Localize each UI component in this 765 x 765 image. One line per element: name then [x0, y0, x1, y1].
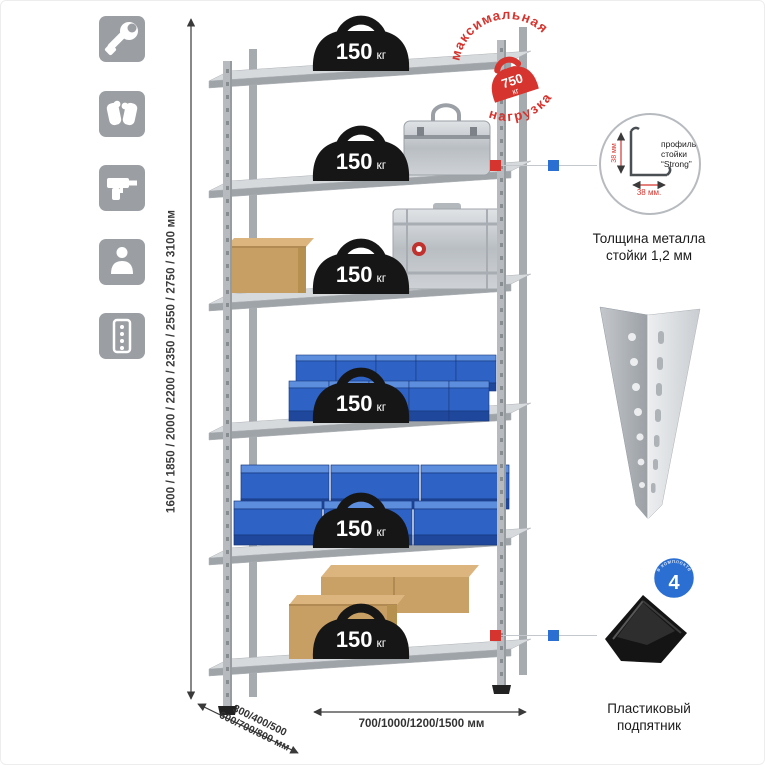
wrench-icon-svg: [104, 22, 138, 56]
load-unit: кг: [377, 525, 387, 539]
person-icon-svg: [111, 247, 133, 274]
load-value: 150: [336, 39, 373, 64]
rack-profile-icon-svg: [112, 318, 132, 354]
marker-blue-bottom: [548, 630, 559, 641]
badge-value: 4: [668, 572, 680, 594]
max-load-stamp: максимальная нагрузка 750 кг: [437, 1, 559, 133]
wrench-icon: [99, 16, 145, 62]
load-value: 150: [336, 149, 373, 174]
perforated-angle-post: [599, 306, 701, 520]
profile-dim-horizontal: 38 мм.: [637, 188, 661, 197]
marker-red-top: [490, 160, 501, 171]
foot-right: [492, 685, 511, 694]
load-unit: кг: [377, 271, 387, 285]
drill-icon-svg: [107, 178, 137, 200]
height-dimension-line: [186, 18, 196, 700]
shelf-weights: 150 кг 150 кг 150 кг 150 кг 150 кг: [312, 15, 410, 659]
weight-shelf-5: 150 кг: [312, 492, 410, 548]
weight-shelf-2: 150 кг: [312, 125, 410, 181]
load-value: 150: [336, 627, 373, 652]
svg-text:максимальная: максимальная: [437, 0, 554, 66]
bottom-dimension-lines: [197, 703, 527, 754]
profile-caption-line1: Толщина металла: [592, 231, 706, 246]
profile-caption-line2: стойки 1,2 мм: [605, 247, 693, 263]
load-value: 150: [336, 262, 373, 287]
weight-shelf-1: 150 кг: [312, 15, 410, 71]
profile-dim-vertical: 38 мм: [611, 143, 618, 163]
load-unit: кг: [377, 48, 387, 62]
post-holes-slots: [651, 331, 664, 493]
depth-dimension-line: [197, 703, 299, 754]
gloves-icon: [99, 91, 145, 137]
foot-caption-line2: подпятник: [616, 717, 682, 733]
rack-back-post-left: [249, 49, 257, 697]
drill-icon: [99, 165, 145, 211]
rack-profile-icon: [99, 313, 145, 359]
cardboard-box-shelf3: [226, 238, 314, 293]
load-value: 150: [336, 391, 373, 416]
profile-detail-circle: 38 мм 38 мм. профиль стойки “Strong”: [599, 113, 701, 215]
load-value: 150: [336, 516, 373, 541]
profile-drawing: [629, 126, 672, 177]
aluminium-case: [403, 103, 491, 176]
width-dimension-label: 700/1000/1200/1500 мм: [358, 718, 485, 730]
load-unit: кг: [377, 158, 387, 172]
load-unit: кг: [377, 400, 387, 414]
marker-blue-top: [548, 160, 559, 171]
foot-caption-line1: Пластиковый: [607, 701, 691, 716]
stamp-arc-top: максимальная: [437, 1, 554, 66]
rack-front-posts: [218, 40, 511, 715]
weight-shelf-3: 150 кг: [312, 238, 410, 294]
person-icon: [99, 239, 145, 285]
profile-label-2: стойки: [661, 149, 687, 159]
profile-dims: [616, 132, 666, 190]
profile-label-1: профиль: [661, 139, 697, 149]
weight-shelf-6: 150 кг: [312, 603, 410, 659]
load-unit: кг: [377, 636, 387, 650]
height-dimension-label: 1600 / 1850 / 2000 / 2200 / 2350 / 2550 …: [165, 209, 178, 514]
profile-label-3: “Strong”: [661, 159, 692, 169]
stamp-weight-glyph: 750 кг: [491, 56, 539, 103]
stamp-value: 750: [500, 70, 525, 91]
post-holes-round: [628, 333, 645, 488]
aluminium-box: [392, 203, 502, 290]
profile-caption: Толщина металла стойки 1,2 мм: [574, 231, 724, 265]
gloves-icon-svg: [106, 100, 138, 126]
kit-badge: в комплекте 4: [651, 555, 697, 601]
weight-shelf-4: 150 кг: [312, 367, 410, 423]
foot-caption: Пластиковый подпятник: [574, 701, 724, 735]
plastic-foot: [605, 595, 687, 663]
shelving-rack: 150 кг 150 кг 150 кг 150 кг 150 кг: [208, 15, 532, 715]
rack-back-post-right: [519, 27, 527, 675]
stamp-unit: кг: [511, 86, 520, 97]
marker-red-bottom: [490, 630, 501, 641]
